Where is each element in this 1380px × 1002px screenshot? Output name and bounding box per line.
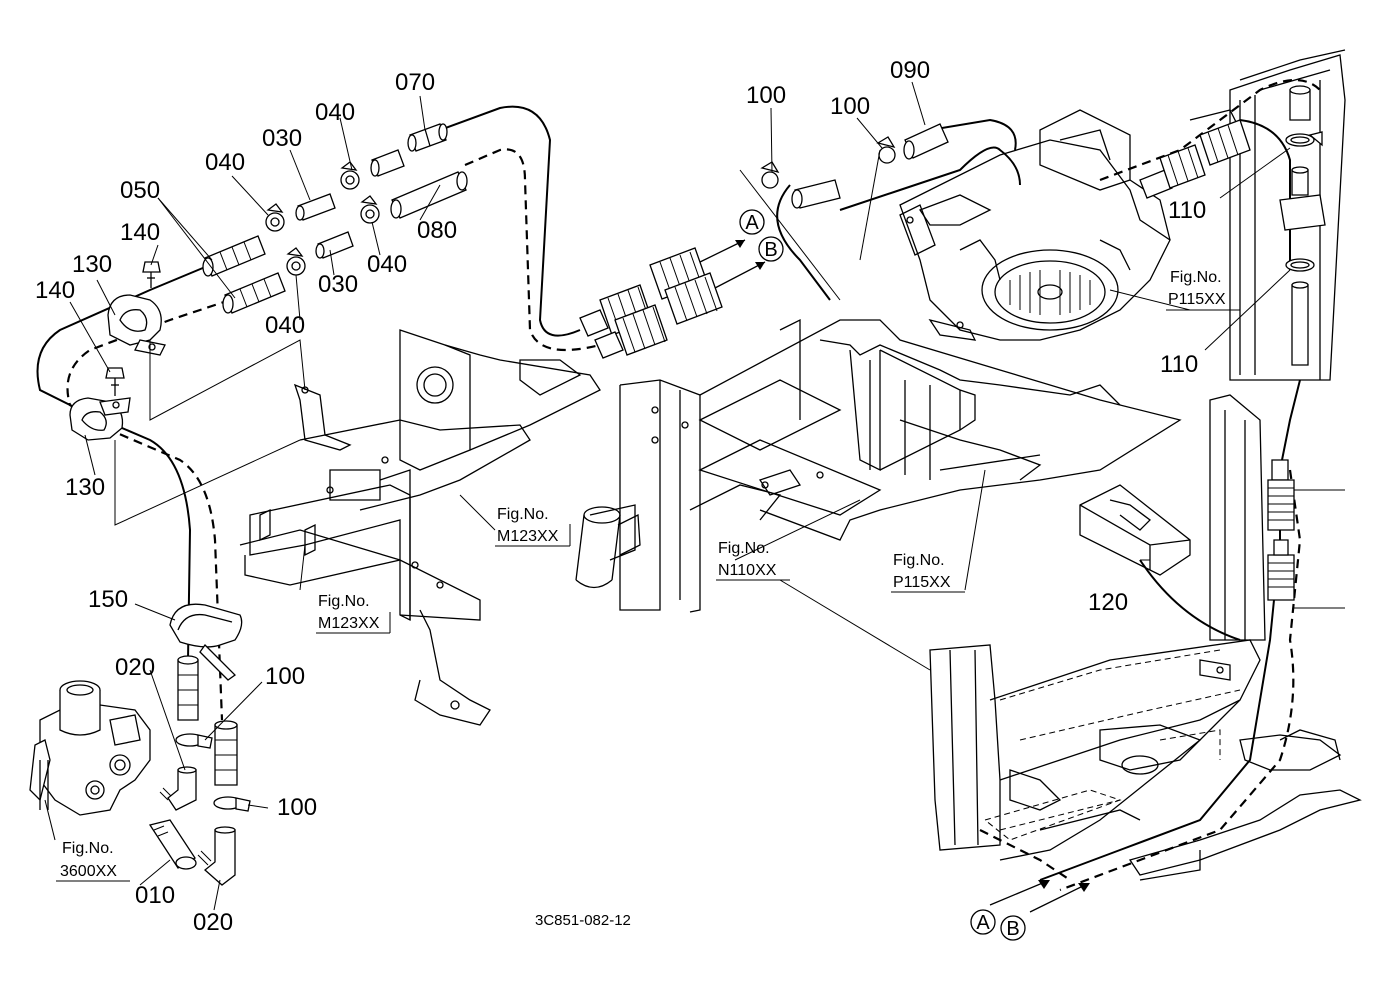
label-110-lower: 110 <box>1160 351 1198 378</box>
marker-b-top: B <box>764 239 777 261</box>
fig-ref-m123-left-line1: Fig.No. <box>318 593 370 610</box>
part-090-hose <box>903 123 949 160</box>
part-130-clamp-upper <box>107 294 166 356</box>
part-020-elbow-lower <box>197 826 236 886</box>
fig-ref-p115-right-line1: Fig.No. <box>1170 269 1222 286</box>
part-030-fitting-lower <box>315 231 354 259</box>
label-030-lower: 030 <box>318 271 358 298</box>
hose-couplers-lower-right <box>1267 459 1345 609</box>
fig-ref-3600-line1: Fig.No. <box>62 840 114 857</box>
fig-ref-m123-right-line1: Fig.No. <box>497 506 549 523</box>
label-070: 070 <box>395 69 435 96</box>
label-100-top-left: 100 <box>746 82 786 109</box>
label-040-right: 040 <box>367 251 407 278</box>
label-010: 010 <box>135 882 175 909</box>
part-070-joint <box>407 123 448 152</box>
fig-ref-n110-line1: Fig.No. <box>718 540 770 557</box>
label-080: 080 <box>417 217 457 244</box>
hose-couplers-center <box>579 239 766 359</box>
label-140-lower: 140 <box>35 277 75 304</box>
label-100-upper: 100 <box>265 663 305 690</box>
circle-markers: A B A B <box>739 209 1026 941</box>
part-010-nipple <box>148 819 197 870</box>
fig-ref-p115-center-line1: Fig.No. <box>893 552 945 569</box>
marker-b-bottom: B <box>1006 918 1019 940</box>
part-140-bolt-upper <box>142 261 161 288</box>
label-120: 120 <box>1088 589 1128 616</box>
fig-ref-p115-right-line2: P115XX <box>1168 291 1226 308</box>
fig-references: Fig.No. M123XX Fig.No. M123XX Fig.No. N1… <box>56 269 1240 882</box>
label-030-top: 030 <box>262 125 302 152</box>
marker-a-top: A <box>745 212 759 234</box>
label-130-lower: 130 <box>65 474 105 501</box>
marker-a-bottom: A <box>976 912 990 934</box>
label-020-upper: 020 <box>115 654 155 681</box>
label-040-bottom: 040 <box>265 312 305 339</box>
label-020-lower: 020 <box>193 909 233 936</box>
label-100-top-right: 100 <box>830 93 870 120</box>
label-110-upper: 110 <box>1168 197 1206 224</box>
part-040-clamp-upper <box>340 149 405 190</box>
fig-ref-m123-right-line2: M123XX <box>497 528 559 545</box>
label-150: 150 <box>88 586 128 613</box>
part-labels: 070 040 030 040 050 080 140 040 030 130 … <box>35 57 1206 936</box>
pump-hose-ends <box>177 655 238 786</box>
chassis-linework <box>239 49 1362 881</box>
label-040-top: 040 <box>315 99 355 126</box>
hose-couplers-right <box>1139 85 1311 199</box>
part-050-hoses <box>202 235 286 314</box>
fig-ref-3600-line2: 3600XX <box>60 863 117 880</box>
fig-ref-p115-center-line2: P115XX <box>893 574 951 591</box>
part-080-hose <box>390 171 468 219</box>
part-140-bolt-lower <box>105 367 125 396</box>
parts <box>29 85 1345 886</box>
label-130-upper: 130 <box>72 251 112 278</box>
part-110-clamps <box>1279 131 1326 366</box>
part-100-clamp-top <box>760 136 896 209</box>
drawing-code: 3C851-082-12 <box>535 912 631 929</box>
part-040-clamp-lower <box>286 195 380 276</box>
fig-ref-m123-left-line2: M123XX <box>318 615 380 632</box>
part-100-clamps-lower <box>175 733 251 812</box>
label-140-upper: 140 <box>120 219 160 246</box>
part-030-fitting-upper <box>295 193 336 221</box>
label-090: 090 <box>890 57 930 84</box>
fig-ref-n110-line2: N110XX <box>718 562 777 579</box>
part-040-clamp-mid <box>265 203 285 232</box>
label-100-lower: 100 <box>277 794 317 821</box>
part-150-band <box>169 603 243 681</box>
label-050: 050 <box>120 177 160 204</box>
part-130-clamp-lower <box>69 397 131 441</box>
leader-lines <box>44 81 1291 913</box>
label-040-left: 040 <box>205 149 245 176</box>
water-pump-body <box>29 680 151 816</box>
part-020-elbow-upper <box>159 766 197 811</box>
